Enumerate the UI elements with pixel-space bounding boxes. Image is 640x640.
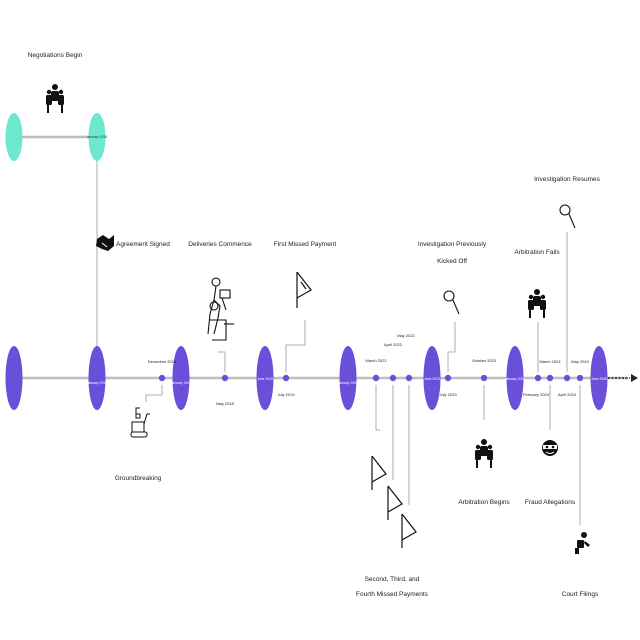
magnifier-icon — [443, 290, 460, 315]
court-icon — [575, 532, 590, 554]
dot-label: March 2024 — [539, 359, 561, 364]
event-dot — [563, 374, 571, 382]
magnifier-icon — [559, 204, 576, 229]
node-label: June 2025 — [591, 377, 607, 381]
dot-label: May 2022 — [397, 333, 415, 338]
dot-label: December 2016 — [148, 359, 177, 364]
event-dot — [221, 374, 229, 382]
excavator-icon — [130, 407, 150, 438]
event-label: Investigation Previously — [418, 241, 487, 248]
dot-label: July 2023 — [439, 392, 457, 397]
node-label: January 2022 — [338, 381, 359, 385]
event-dot — [282, 374, 290, 382]
dot-label: July 2019 — [277, 392, 295, 397]
connectors — [96, 160, 581, 525]
event-label: Deliveries Commence — [188, 241, 252, 248]
event-label: Kicked Off — [437, 258, 467, 265]
event-dot — [480, 374, 488, 382]
event-label: Second, Third, and — [365, 576, 420, 583]
timeline-node — [339, 346, 357, 410]
event-label: Arbitration Begins — [458, 499, 510, 506]
event-label: Arbitration Fails — [514, 249, 560, 256]
node-label: January 2018 — [171, 381, 192, 385]
flag-icon — [296, 271, 312, 308]
dot-label: April 2022 — [384, 342, 403, 347]
event-dot — [372, 374, 380, 382]
timeline-node — [506, 346, 524, 410]
event-dots — [158, 374, 584, 382]
top-track-nodes: January 2016 — [5, 113, 108, 161]
dot-label: October 2023 — [472, 358, 497, 363]
people-icon — [475, 439, 493, 468]
timeline-node — [256, 346, 274, 410]
timeline-node — [172, 346, 190, 410]
dot-label: February 2024 — [523, 392, 550, 397]
timeline-node — [5, 346, 23, 410]
handshake-icon — [96, 235, 114, 251]
timeline-node — [423, 346, 441, 410]
delivery-worker-icon — [207, 277, 234, 341]
event-dot — [389, 374, 397, 382]
node-label: June 2023 — [424, 377, 440, 381]
timeline-node — [88, 346, 106, 410]
timeline-node — [590, 346, 608, 410]
event-dot — [444, 374, 452, 382]
timeline-node — [88, 113, 106, 161]
node-label: January 2016 — [87, 135, 108, 139]
flag-icon — [387, 485, 403, 520]
arrow-head-icon — [631, 374, 638, 382]
dot-date-labels: December 2016 May 2018 July 2019 March 2… — [148, 333, 590, 406]
event-dot — [405, 374, 413, 382]
dot-label: May 2018 — [216, 401, 234, 406]
event-dot — [534, 374, 542, 382]
flag-icon — [371, 455, 387, 490]
event-label: Negotiations Begin — [28, 52, 83, 59]
people-icon — [528, 289, 546, 318]
event-label: Fourth Missed Payments — [356, 591, 429, 598]
flag-icon — [401, 513, 417, 548]
people-icon — [46, 84, 64, 113]
dot-label: March 2022 — [365, 358, 387, 363]
dot-label: May 2024 — [571, 359, 589, 364]
dot-label: April 2024 — [558, 392, 577, 397]
node-label: June 2019 — [257, 377, 273, 381]
event-dot — [158, 374, 166, 382]
event-dot — [546, 374, 554, 382]
event-label: Court Filings — [562, 591, 599, 598]
masked-face-icon — [542, 440, 558, 456]
event-label: Investigation Resumes — [534, 176, 601, 183]
event-label: Agreement Signed — [116, 241, 170, 248]
event-label: Fraud Allegations — [525, 499, 576, 506]
main-track-nodes: January 2016 January 2018 June 2019 Janu… — [5, 346, 608, 410]
node-label: January 2024 — [505, 377, 526, 381]
node-label: January 2016 — [87, 381, 108, 385]
event-dot — [576, 374, 584, 382]
event-label: First Missed Payment — [274, 241, 337, 248]
timeline-node — [5, 113, 23, 161]
event-label: Groundbreaking — [115, 475, 162, 482]
